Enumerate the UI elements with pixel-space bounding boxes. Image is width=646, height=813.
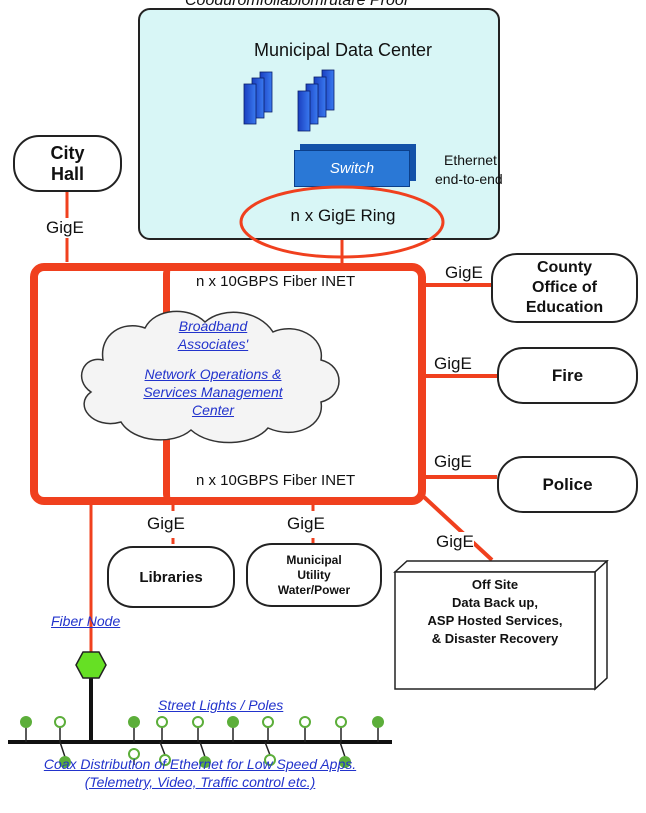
gige-ring-ellipse	[239, 185, 445, 259]
offsite-line2: Data Back up,	[452, 595, 538, 610]
drop-3	[264, 741, 271, 756]
fire-gige-label: GigE	[434, 354, 472, 373]
street-light-icon	[20, 716, 32, 728]
street-light-icon	[299, 716, 311, 728]
county-line1: County	[536, 259, 593, 276]
offsite-gige-label: GigE	[436, 532, 474, 552]
street-light-icon	[264, 754, 276, 766]
noc-cloud	[80, 310, 340, 444]
libraries-label: Libraries	[139, 568, 203, 586]
street-light-icon	[59, 756, 71, 768]
police-node: Police	[497, 456, 638, 513]
network-switch: Switch	[294, 150, 410, 187]
header-partial-text: Cooduromfollablomrutare Proof	[185, 0, 409, 9]
street-light-icon	[128, 716, 140, 728]
ring-label: n x GigE Ring	[290, 206, 396, 225]
street-lights-label[interactable]: Street Lights / Poles	[158, 697, 284, 713]
noc-line2[interactable]: Associates'	[177, 336, 249, 352]
street-light-icon	[339, 756, 351, 768]
county-line2: Office of	[532, 279, 597, 296]
coax-label-line1[interactable]: Coax Distribution of Ethernet for Low Sp…	[43, 756, 357, 772]
municipal-utility-node: Municipal Utility Water/Power	[246, 543, 382, 607]
street-light-poles	[20, 716, 384, 768]
drop-2	[199, 741, 206, 758]
city-hall-line2: Hall	[50, 163, 84, 184]
city-hall-line1: City	[50, 142, 85, 163]
drop-4	[339, 741, 346, 758]
fire-node: Fire	[497, 347, 638, 404]
offsite-box	[393, 560, 609, 691]
fire-label: Fire	[551, 365, 584, 385]
inet-outer-frame	[30, 263, 426, 505]
libraries-gige-label: GigE	[147, 514, 185, 534]
ethernet-label-1: Ethernet	[444, 152, 497, 168]
street-light-icon	[54, 716, 66, 728]
utility-line1: Municipal	[286, 552, 342, 567]
server-rack-icon	[243, 69, 335, 132]
switch-label: Switch	[329, 160, 375, 177]
police-label: Police	[542, 474, 593, 494]
noc-line1[interactable]: Broadband	[178, 318, 248, 334]
street-light-icon	[199, 756, 211, 768]
street-light-icon	[156, 716, 168, 728]
offsite-line3: ASP Hosted Services,	[427, 613, 563, 628]
utility-line3: Water/Power	[277, 582, 351, 597]
county-line3: Education	[525, 299, 604, 316]
street-light-icon	[335, 716, 347, 728]
utility-gige-label: GigE	[287, 514, 325, 534]
ethernet-label-2: end-to-end	[435, 171, 503, 187]
noc-line3[interactable]: Network Operations &	[144, 366, 282, 382]
street-light-icon	[159, 754, 171, 766]
noc-line5[interactable]: Center	[191, 402, 235, 418]
inet-bottom-label: n x 10GBPS Fiber INET	[196, 472, 356, 489]
utility-line2: Utility	[297, 567, 331, 582]
data-center-title: Municipal Data Center	[253, 40, 433, 60]
county-office-node: County Office of Education	[491, 253, 638, 323]
street-light-icon	[192, 716, 204, 728]
street-light-icon	[262, 716, 274, 728]
city-hall-gige-label: GigE	[46, 218, 84, 238]
street-light-icon	[372, 716, 384, 728]
coax-label-line2[interactable]: (Telemetry, Video, Traffic control etc.)	[84, 774, 316, 790]
noc-line4[interactable]: Services Management	[143, 384, 283, 400]
libraries-node: Libraries	[107, 546, 235, 608]
municipal-data-center-box	[138, 8, 500, 240]
drop-0	[59, 741, 66, 758]
fiber-node-label[interactable]: Fiber Node	[51, 613, 121, 629]
police-gige-label: GigE	[434, 452, 472, 471]
offsite-line1: Off Site	[471, 577, 519, 592]
city-hall-node: City Hall	[13, 135, 122, 192]
inet-top-label: n x 10GBPS Fiber INET	[196, 273, 356, 290]
street-light-icon	[128, 748, 140, 760]
street-light-icon	[227, 716, 239, 728]
offsite-link	[422, 495, 494, 562]
offsite-line4: & Disaster Recovery	[431, 631, 559, 646]
county-gige-label: GigE	[445, 263, 483, 282]
fiber-node-hexagon-icon	[75, 651, 107, 679]
drop-1	[159, 741, 166, 756]
